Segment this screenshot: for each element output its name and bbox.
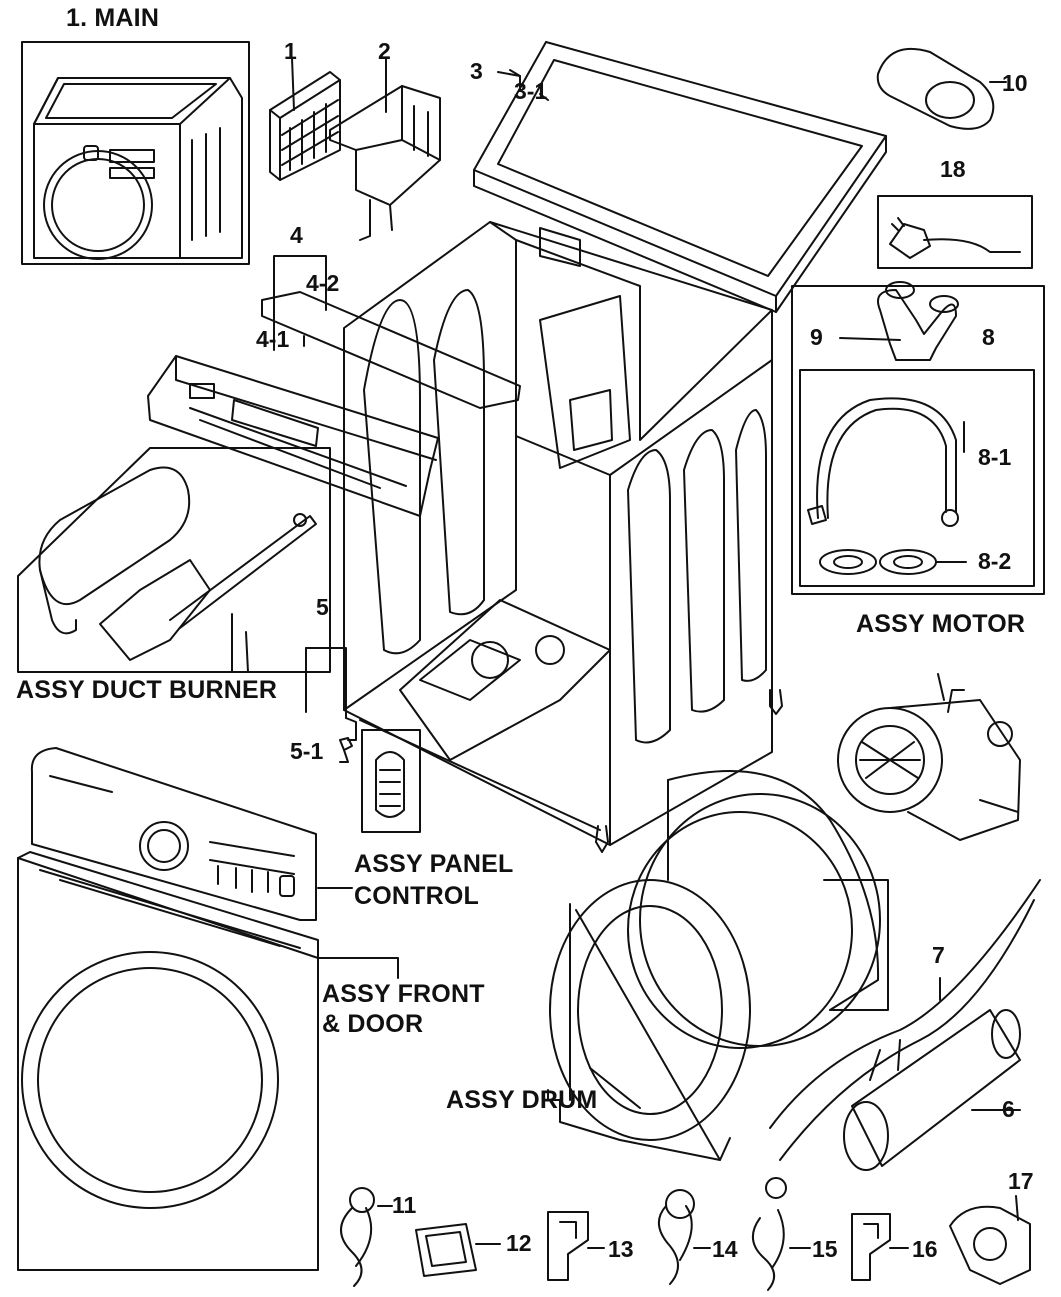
part-14-clip bbox=[658, 1189, 711, 1285]
part-6-duct bbox=[843, 1009, 1021, 1171]
assy-panel-control bbox=[30, 747, 317, 921]
callout-5-1: 5-1 bbox=[290, 738, 324, 764]
callout-15: 15 bbox=[812, 1236, 838, 1262]
part-4-bracket bbox=[147, 255, 521, 517]
callout-14: 14 bbox=[712, 1236, 738, 1262]
part-7-harness bbox=[769, 879, 1041, 1161]
label-assy-front-door-line2: & DOOR bbox=[322, 1010, 424, 1038]
label-assy-duct-burner: ASSY DUCT BURNER bbox=[16, 676, 278, 704]
callout-1: 1 bbox=[284, 38, 297, 64]
assy-drum bbox=[547, 770, 889, 1161]
callout-8-2: 8-2 bbox=[978, 548, 1012, 574]
callout-7: 7 bbox=[932, 942, 945, 968]
callout-12: 12 bbox=[506, 1230, 532, 1256]
callout-9: 9 bbox=[810, 324, 823, 350]
callout-17: 17 bbox=[1008, 1168, 1034, 1194]
part-11-clip bbox=[340, 1187, 393, 1287]
callout-13: 13 bbox=[608, 1236, 634, 1262]
part-5-1-leveling-leg bbox=[361, 689, 783, 853]
part-16-clip bbox=[851, 1213, 909, 1281]
callout-5: 5 bbox=[316, 594, 329, 620]
callout-3-1: 3-1 bbox=[514, 78, 548, 104]
callout-4-2: 4-2 bbox=[306, 270, 340, 296]
assy-motor bbox=[837, 673, 1021, 841]
part-1-filter bbox=[269, 57, 341, 181]
callout-4-1: 4-1 bbox=[256, 326, 290, 352]
label-assy-front-door-line1: ASSY FRONT bbox=[322, 980, 485, 1008]
cabinet-frame bbox=[343, 221, 773, 846]
dryer-overview-inset bbox=[21, 41, 250, 265]
diagram-title: 1. MAIN bbox=[66, 4, 160, 32]
label-assy-drum: ASSY DRUM bbox=[446, 1086, 598, 1114]
part-2-housing bbox=[329, 57, 441, 241]
callout-11: 11 bbox=[392, 1192, 417, 1218]
part-8-hose-kit bbox=[791, 285, 1045, 595]
assy-front-door bbox=[17, 851, 399, 1271]
callout-4: 4 bbox=[290, 222, 303, 248]
callout-3: 3 bbox=[470, 58, 483, 84]
duct-burner-assembly bbox=[17, 447, 331, 673]
callout-8-1: 8-1 bbox=[978, 444, 1012, 470]
part-17-bracket bbox=[949, 1195, 1031, 1285]
part-3-top-panel bbox=[473, 41, 887, 313]
label-assy-panel-control-line2: CONTROL bbox=[354, 882, 479, 910]
part-10-vent-cover bbox=[876, 47, 1007, 130]
callout-8: 8 bbox=[982, 324, 995, 350]
callout-18: 18 bbox=[940, 156, 966, 182]
part-15-clip bbox=[752, 1177, 811, 1291]
part-13-clip bbox=[547, 1211, 605, 1281]
label-assy-panel-control-line1: ASSY PANEL bbox=[354, 850, 514, 878]
callout-6: 6 bbox=[1002, 1096, 1015, 1122]
part-12-clip bbox=[415, 1223, 501, 1277]
leader-lines bbox=[245, 69, 549, 673]
part-18-power-cord bbox=[877, 195, 1033, 269]
callout-10: 10 bbox=[1002, 70, 1028, 96]
part-5-rail bbox=[305, 647, 357, 763]
label-assy-motor: ASSY MOTOR bbox=[856, 610, 1026, 638]
callout-2: 2 bbox=[378, 38, 391, 64]
callout-16: 16 bbox=[912, 1236, 938, 1262]
part-9-y-connector bbox=[839, 281, 959, 361]
